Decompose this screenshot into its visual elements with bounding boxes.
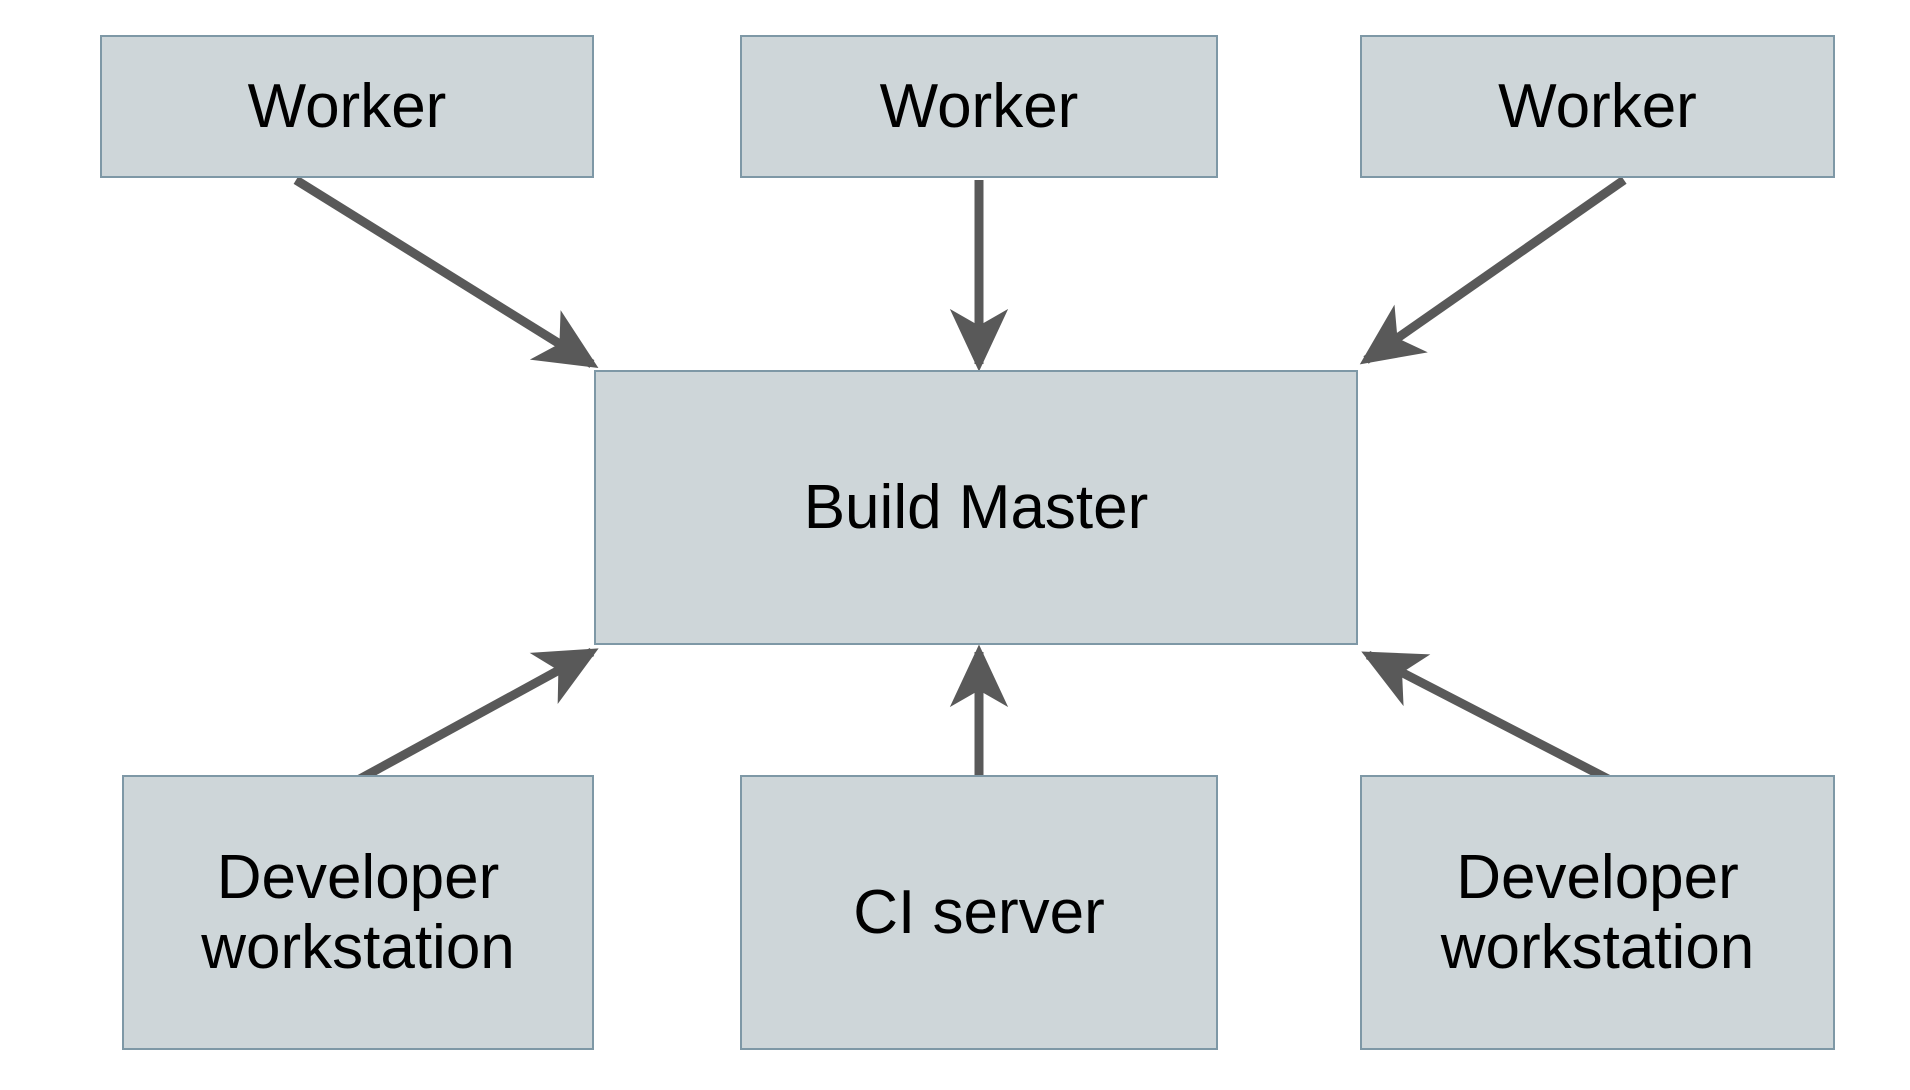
edge-dev-left-to-master (355, 648, 599, 784)
edge-worker-3-to-master (1359, 176, 1627, 365)
node-build-master[interactable]: Build Master (594, 370, 1358, 645)
node-worker-2[interactable]: Worker (740, 35, 1218, 178)
node-worker-3[interactable]: Worker (1360, 35, 1835, 178)
node-worker-3-label: Worker (1498, 71, 1697, 141)
node-build-master-label: Build Master (803, 472, 1149, 542)
node-worker-1[interactable]: Worker (100, 35, 594, 178)
node-developer-workstation-right[interactable]: Developer workstation (1360, 775, 1835, 1050)
node-ci-server[interactable]: CI server (740, 775, 1218, 1050)
edge-worker-1-to-master (293, 176, 599, 368)
edge-dev-right-to-master (1361, 651, 1613, 784)
node-worker-1-label: Worker (247, 71, 447, 141)
node-worker-2-label: Worker (879, 71, 1079, 141)
node-developer-workstation-left-label: Developer workstation (201, 843, 515, 982)
node-ci-server-label: CI server (853, 877, 1105, 947)
node-developer-workstation-left[interactable]: Developer workstation (122, 775, 594, 1050)
node-developer-workstation-right-label: Developer workstation (1440, 843, 1755, 982)
